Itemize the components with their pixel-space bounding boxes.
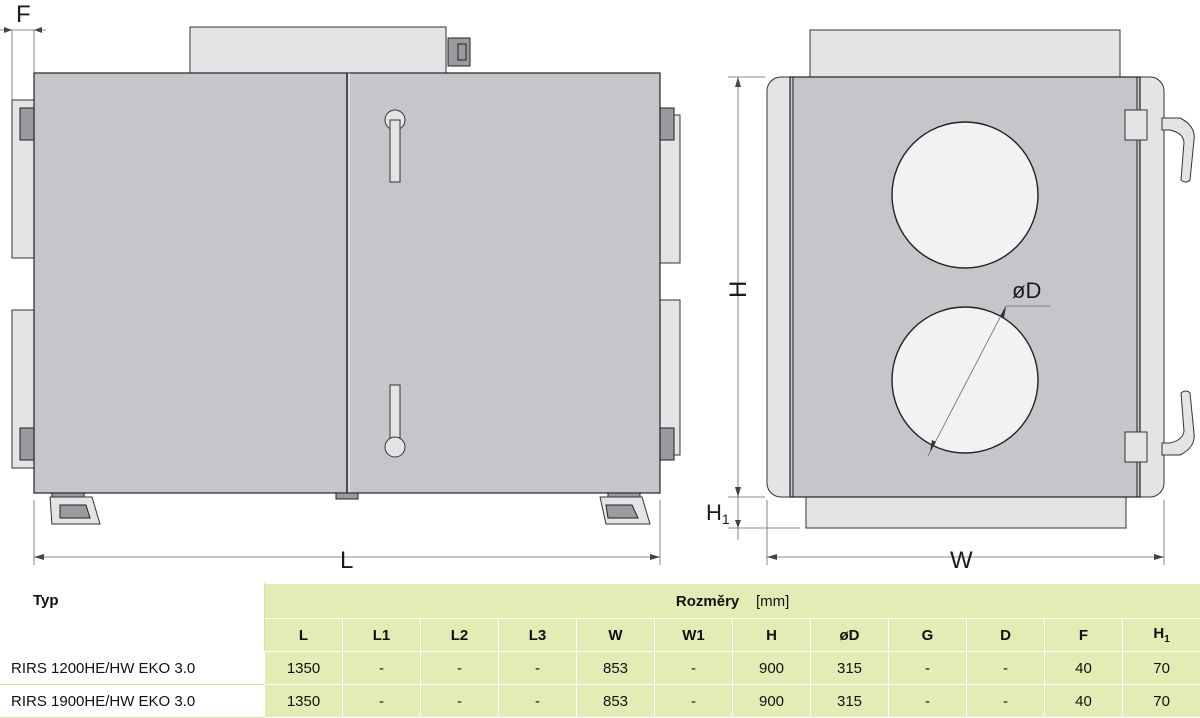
side-base-frame xyxy=(806,496,1126,528)
column-header: øD xyxy=(811,619,889,652)
group-header: Rozměry [mm] xyxy=(265,584,1200,619)
column-header: L1 xyxy=(343,619,421,652)
table-cell: 853 xyxy=(577,652,655,685)
table-cell: 70 xyxy=(1123,685,1200,718)
table-cell: - xyxy=(655,685,733,718)
label-w: W xyxy=(950,547,973,574)
table-cell: - xyxy=(421,652,499,685)
column-header: W1 xyxy=(655,619,733,652)
side-view xyxy=(767,30,1194,528)
column-header: D xyxy=(967,619,1045,652)
dimension-l: L xyxy=(34,500,660,574)
table-cell: - xyxy=(421,685,499,718)
column-header: H xyxy=(733,619,811,652)
latch-handle-top xyxy=(1162,118,1194,182)
label-h: H xyxy=(725,281,752,298)
table-cell: 315 xyxy=(811,685,889,718)
table-cell: - xyxy=(343,652,421,685)
table-cell: - xyxy=(499,685,577,718)
table-cell: - xyxy=(967,685,1045,718)
front-view xyxy=(12,27,680,524)
label-h1: H1 xyxy=(706,500,730,527)
table-cell: 853 xyxy=(577,685,655,718)
top-duct xyxy=(190,27,446,73)
table-cell: 40 xyxy=(1045,685,1123,718)
row-type-name: RIRS 1200HE/HW EKO 3.0 xyxy=(1,652,265,685)
table-cell: - xyxy=(343,685,421,718)
table-cell: 1350 xyxy=(265,685,343,718)
label-f: F xyxy=(16,1,31,28)
column-header: G xyxy=(889,619,967,652)
dimension-h: H xyxy=(725,77,765,497)
column-header: F xyxy=(1045,619,1123,652)
latch-handle-bottom xyxy=(1162,391,1194,455)
foot-left xyxy=(50,493,100,524)
hinge-bottom xyxy=(1125,432,1147,462)
table-cell: 900 xyxy=(733,652,811,685)
side-top-duct xyxy=(810,30,1120,77)
unit-label: [mm] xyxy=(756,593,789,610)
technical-drawing: F L øD H xyxy=(0,0,1200,580)
duct-port-lower xyxy=(892,307,1038,453)
typ-header: Typ xyxy=(1,584,265,652)
dimension-h1: H1 xyxy=(706,497,800,540)
label-l: L xyxy=(340,547,353,574)
column-header: L3 xyxy=(499,619,577,652)
table-cell: 900 xyxy=(733,685,811,718)
table-cell: 40 xyxy=(1045,652,1123,685)
label-diameter: øD xyxy=(1012,278,1041,303)
table-cell: 315 xyxy=(811,652,889,685)
column-header: H1 xyxy=(1123,619,1200,652)
table-cell: - xyxy=(889,652,967,685)
duct-port-upper xyxy=(892,122,1038,268)
row-type-name: RIRS 1900HE/HW EKO 3.0 xyxy=(1,685,265,718)
table-cell: 1350 xyxy=(265,652,343,685)
table-cell: - xyxy=(967,652,1045,685)
column-header: W xyxy=(577,619,655,652)
table-cell: - xyxy=(499,652,577,685)
foot-right xyxy=(600,493,650,524)
table-cell: - xyxy=(889,685,967,718)
table-cell: 70 xyxy=(1123,652,1200,685)
table-cell: - xyxy=(655,652,733,685)
column-header: L2 xyxy=(421,619,499,652)
column-header: L xyxy=(265,619,343,652)
hinge-top xyxy=(1125,110,1147,140)
